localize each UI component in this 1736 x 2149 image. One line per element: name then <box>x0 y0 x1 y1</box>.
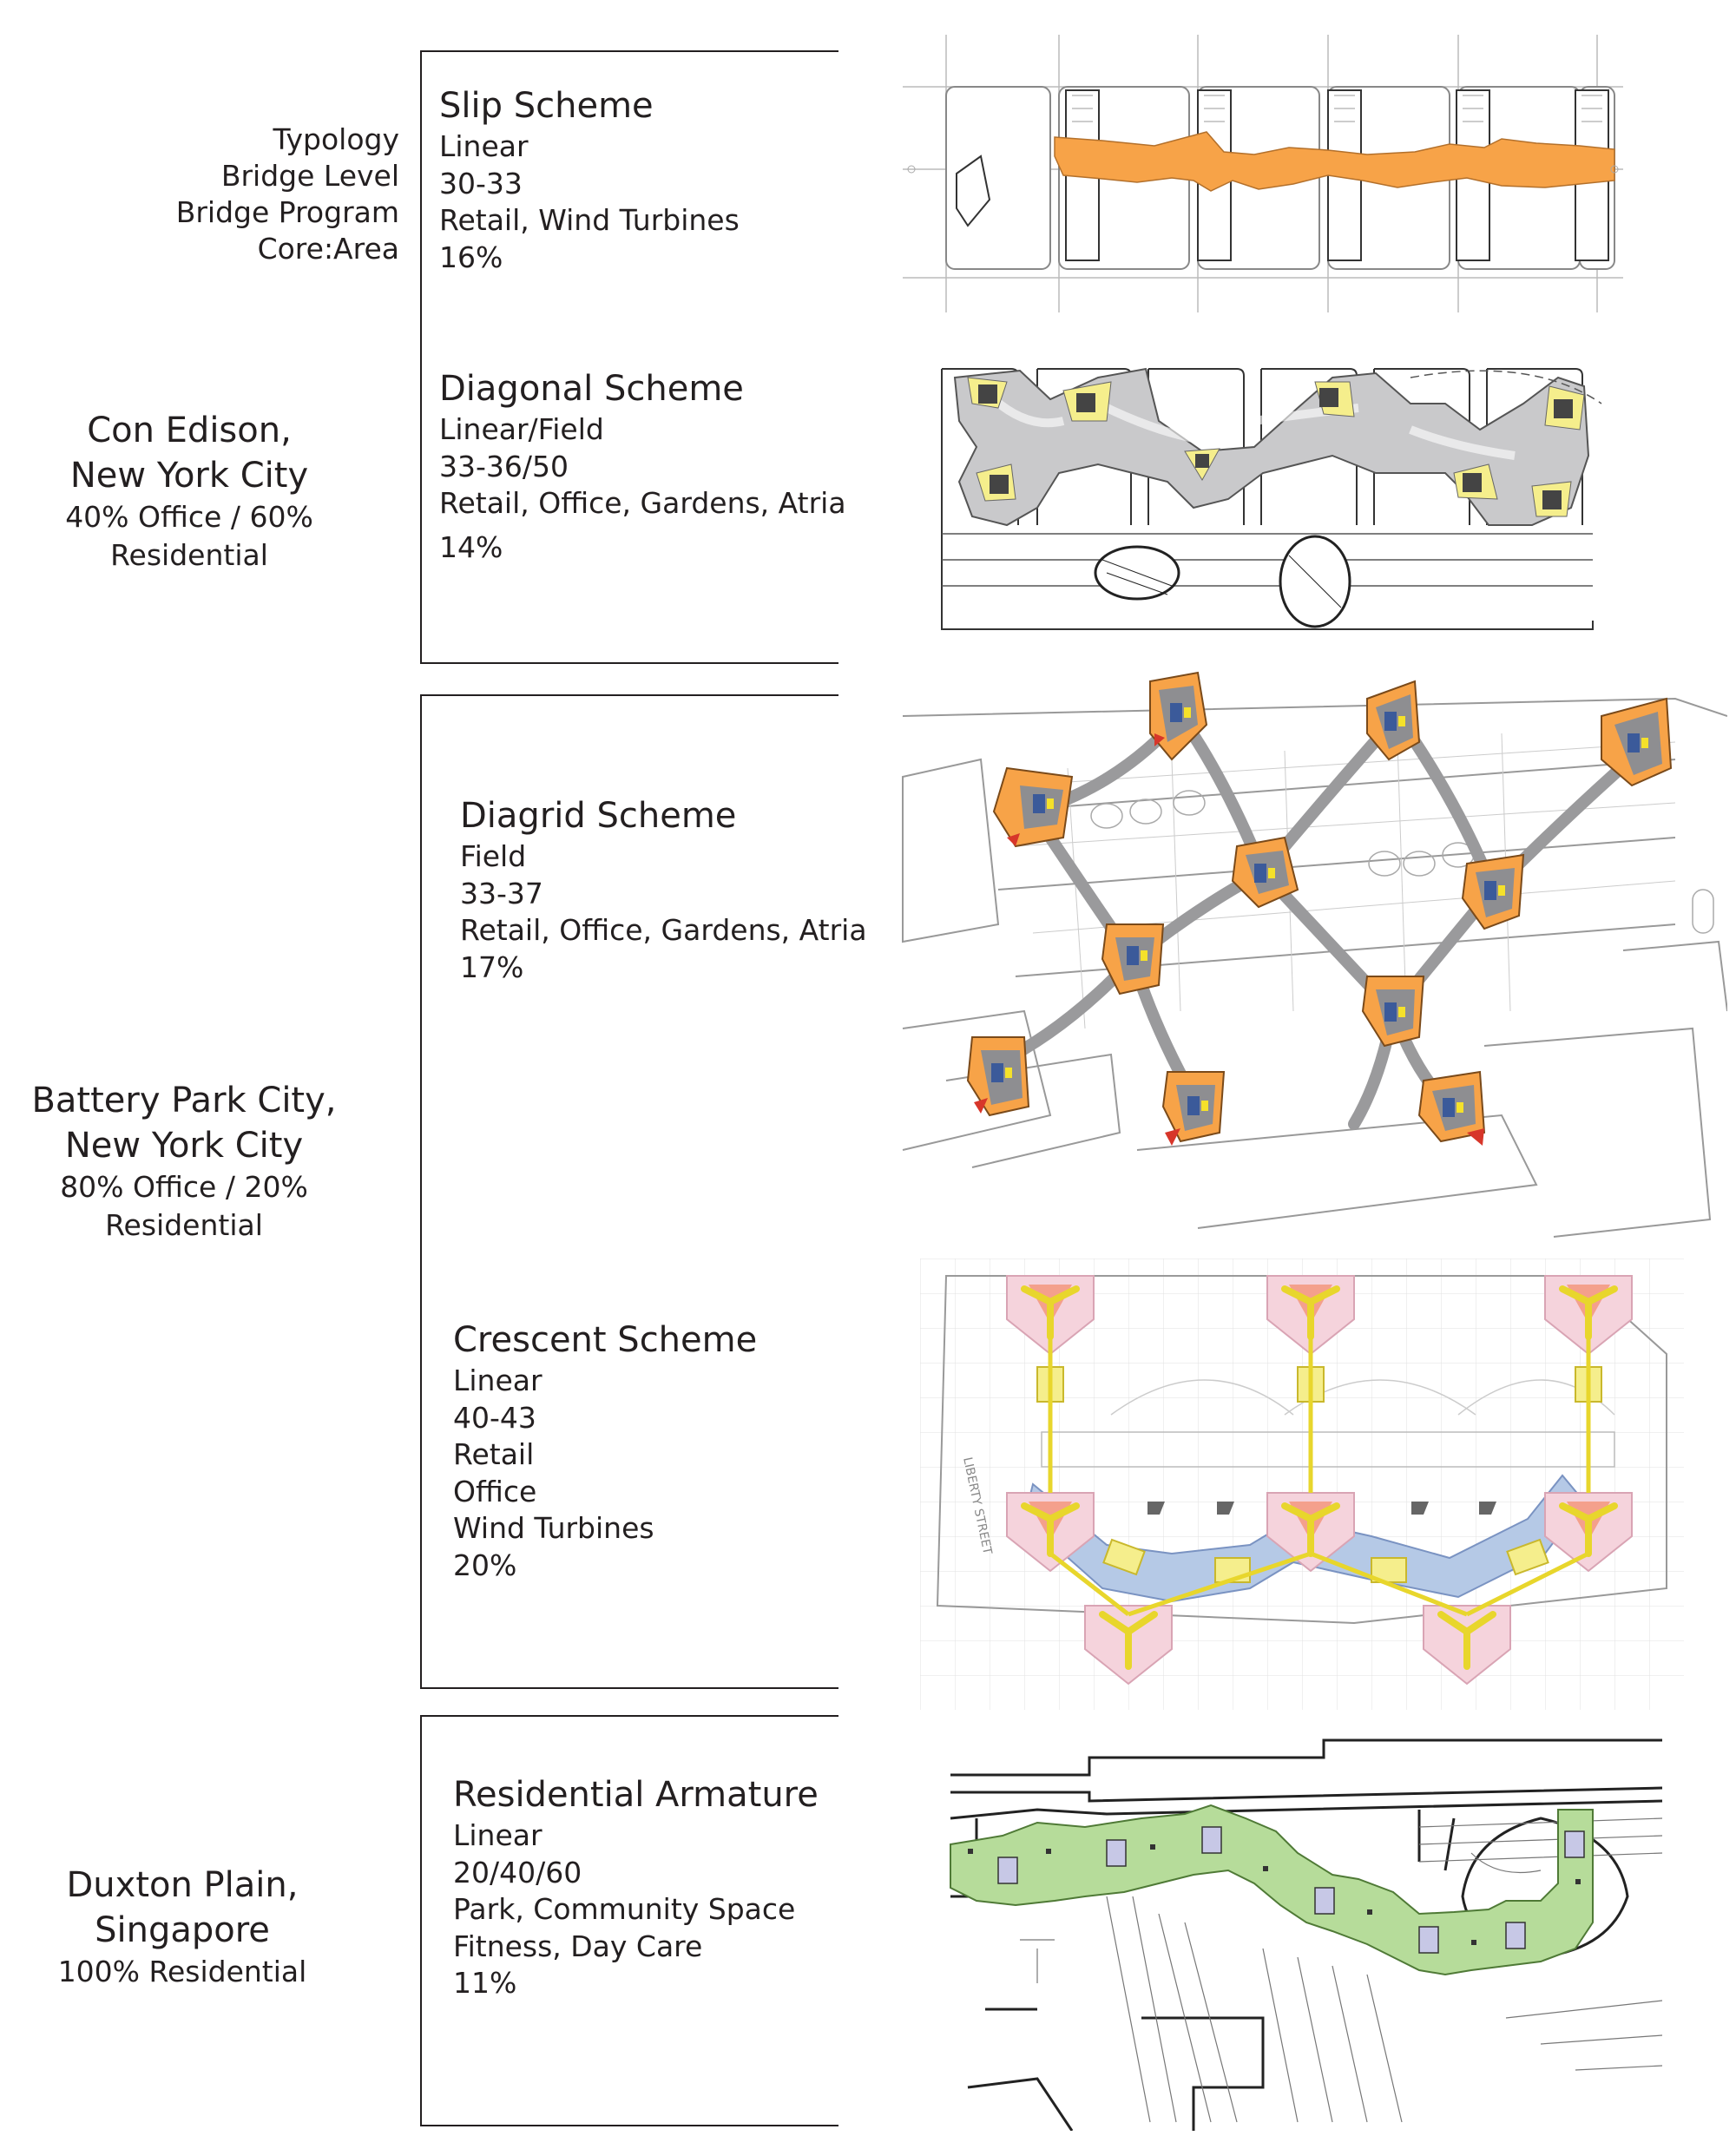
scheme-bridge-program-2: Office <box>453 1474 537 1508</box>
scheme-bridge-program-2: Fitness, Day Care <box>453 1929 703 1963</box>
legend-bridge-level: Bridge Level <box>220 159 399 193</box>
site-battery-park: Battery Park City, New York City 80% Off… <box>0 1078 375 1245</box>
scheme-title: Slip Scheme <box>439 86 654 126</box>
scheme-title: Diagrid Scheme <box>460 796 737 836</box>
scheme-title: Crescent Scheme <box>453 1320 758 1360</box>
legend-typology: Typology <box>273 122 399 156</box>
legend-bridge-program: Bridge Program <box>175 195 399 229</box>
site-name-line2: Singapore <box>95 1910 270 1950</box>
site-name-line1: Con Edison, <box>87 411 292 450</box>
site-program-mix: 80% Office / 20% Residential <box>60 1170 308 1242</box>
scheme-bridge-program-3: Wind Turbines <box>453 1511 654 1545</box>
scheme-bridge-level: 33-36/50 <box>439 449 569 483</box>
tower-nodes <box>966 671 1673 1146</box>
site-program-mix: 100% Residential <box>57 1955 307 1988</box>
scheme-residential-armature: Residential Armature Linear 20/40/60 Par… <box>453 1772 819 2002</box>
slip-scheme-plan <box>903 35 1623 312</box>
residential-armature <box>950 1804 1594 1976</box>
scheme-crescent: Crescent Scheme Linear 40-43 Retail Offi… <box>453 1318 757 1584</box>
bridge-band <box>1054 131 1615 192</box>
scheme-typology: Linear <box>453 1364 542 1397</box>
scheme-bridge-program: Retail, Wind Turbines <box>439 203 740 237</box>
scheme-bridge-program: Retail, Office, Gardens, Atria <box>460 913 867 947</box>
scheme-bridge-level: 33-37 <box>460 876 543 910</box>
attribute-legend: Typology Bridge Level Bridge Program Cor… <box>176 122 399 267</box>
scheme-bridge-program: Park, Community Space <box>453 1892 796 1926</box>
scheme-typology: Field <box>460 839 527 873</box>
scheme-typology: Linear/Field <box>439 412 604 446</box>
scheme-core-area: 17% <box>460 950 524 984</box>
scheme-typology: Linear <box>453 1818 542 1852</box>
scheme-title: Residential Armature <box>453 1775 819 1815</box>
site-program-mix: 40% Office / 60% Residential <box>65 500 313 572</box>
scheme-bridge-level: 30-33 <box>439 166 523 200</box>
scheme-core-area: 11% <box>453 1966 517 2000</box>
site-con-edison: Con Edison, New York City 40% Office / 6… <box>0 408 380 575</box>
scheme-diagrid: Diagrid Scheme Field 33-37 Retail, Offic… <box>460 793 867 986</box>
scheme-bridge-program: Retail, Office, Gardens, Atria <box>439 486 846 520</box>
site-name-line1: Duxton Plain, <box>66 1865 299 1905</box>
group-bracket-con-edison <box>420 50 838 664</box>
diagrid-links <box>992 710 1647 1130</box>
scheme-diagonal: Diagonal Scheme Linear/Field 33-36/50 Re… <box>439 366 846 566</box>
legend-core-area: Core:Area <box>257 232 399 266</box>
residential-armature-plan <box>950 1738 1663 2131</box>
scheme-title: Diagonal Scheme <box>439 369 744 409</box>
scheme-core-area: 14% <box>439 529 503 564</box>
diagonal-scheme-plan <box>941 367 1602 630</box>
site-name-line1: Battery Park City, <box>31 1081 337 1121</box>
site-name-line2: New York City <box>69 456 309 496</box>
group-bracket-battery-park <box>420 694 838 1689</box>
scheme-bridge-program: Retail <box>453 1437 535 1471</box>
scheme-slip: Slip Scheme Linear 30-33 Retail, Wind Tu… <box>439 83 740 276</box>
group-bracket-duxton-plain <box>420 1715 838 2126</box>
scheme-typology: Linear <box>439 129 529 163</box>
scheme-core-area: 20% <box>453 1548 517 1582</box>
scheme-bridge-level: 20/40/60 <box>453 1855 582 1889</box>
diagrid-scheme-plan <box>902 671 1727 1238</box>
site-duxton-plain: Duxton Plain, Singapore 100% Residential <box>0 1863 373 1991</box>
bridge-band <box>953 367 1590 527</box>
crescent-scheme-plan: LIBERTY STREET <box>920 1259 1684 1710</box>
site-name-line2: New York City <box>64 1126 304 1166</box>
scheme-bridge-level: 40-43 <box>453 1400 536 1435</box>
scheme-core-area: 16% <box>439 240 503 274</box>
